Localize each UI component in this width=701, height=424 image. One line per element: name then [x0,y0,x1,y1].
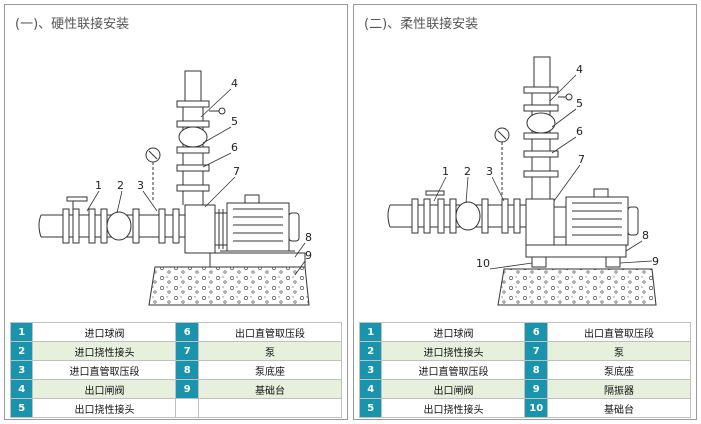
callout-8: 8 [305,231,312,244]
pump-base [525,244,627,258]
callout-1: 1 [95,179,102,192]
inlet-pipe [387,190,526,234]
foundation [497,268,657,306]
callout-2: 2 [117,179,124,192]
callout-8: 8 [642,229,649,242]
pump [184,204,228,254]
callout-9: 9 [652,255,659,268]
panel-title: (一)、硬性联接安装 [15,17,130,32]
vibration-isolators [531,256,621,268]
callout-1: 1 [442,165,449,178]
callout-6: 6 [576,125,583,138]
outlet-pipe [176,70,226,205]
foundation [148,266,310,306]
outlet-pipe [523,56,573,199]
callout-10: 10 [476,257,490,270]
panel-title: (二)、柔性联接安装 [364,17,479,32]
motor [220,194,300,252]
pressure-gauge [494,127,510,195]
callout-3: 3 [486,165,493,178]
inlet-pipe [38,196,185,244]
callout-leaders [433,74,653,270]
callout-9: 9 [305,249,312,262]
pressure-gauge [145,147,161,200]
callout-leaders [86,88,306,276]
callout-4: 4 [576,63,583,76]
callout-7: 7 [578,153,585,166]
callout-6: 6 [231,141,238,154]
pump-base [209,252,306,268]
panel-flexible-installation: (二)、柔性联接安装 [353,4,697,420]
panel-rigid-installation: (一)、硬性联接安装 [4,4,348,420]
callout-5: 5 [576,97,583,110]
rigid-installation-diagram: 1 2 3 4 5 6 7 8 9 [38,70,312,306]
callout-5: 5 [231,115,238,128]
callout-2: 2 [464,165,471,178]
flexible-installation-diagram: 1 2 3 4 5 6 7 8 9 10 [387,56,659,306]
motor [565,188,639,246]
pump [525,198,567,246]
callout-4: 4 [231,77,238,90]
callout-3: 3 [137,179,144,192]
callout-7: 7 [233,165,240,178]
